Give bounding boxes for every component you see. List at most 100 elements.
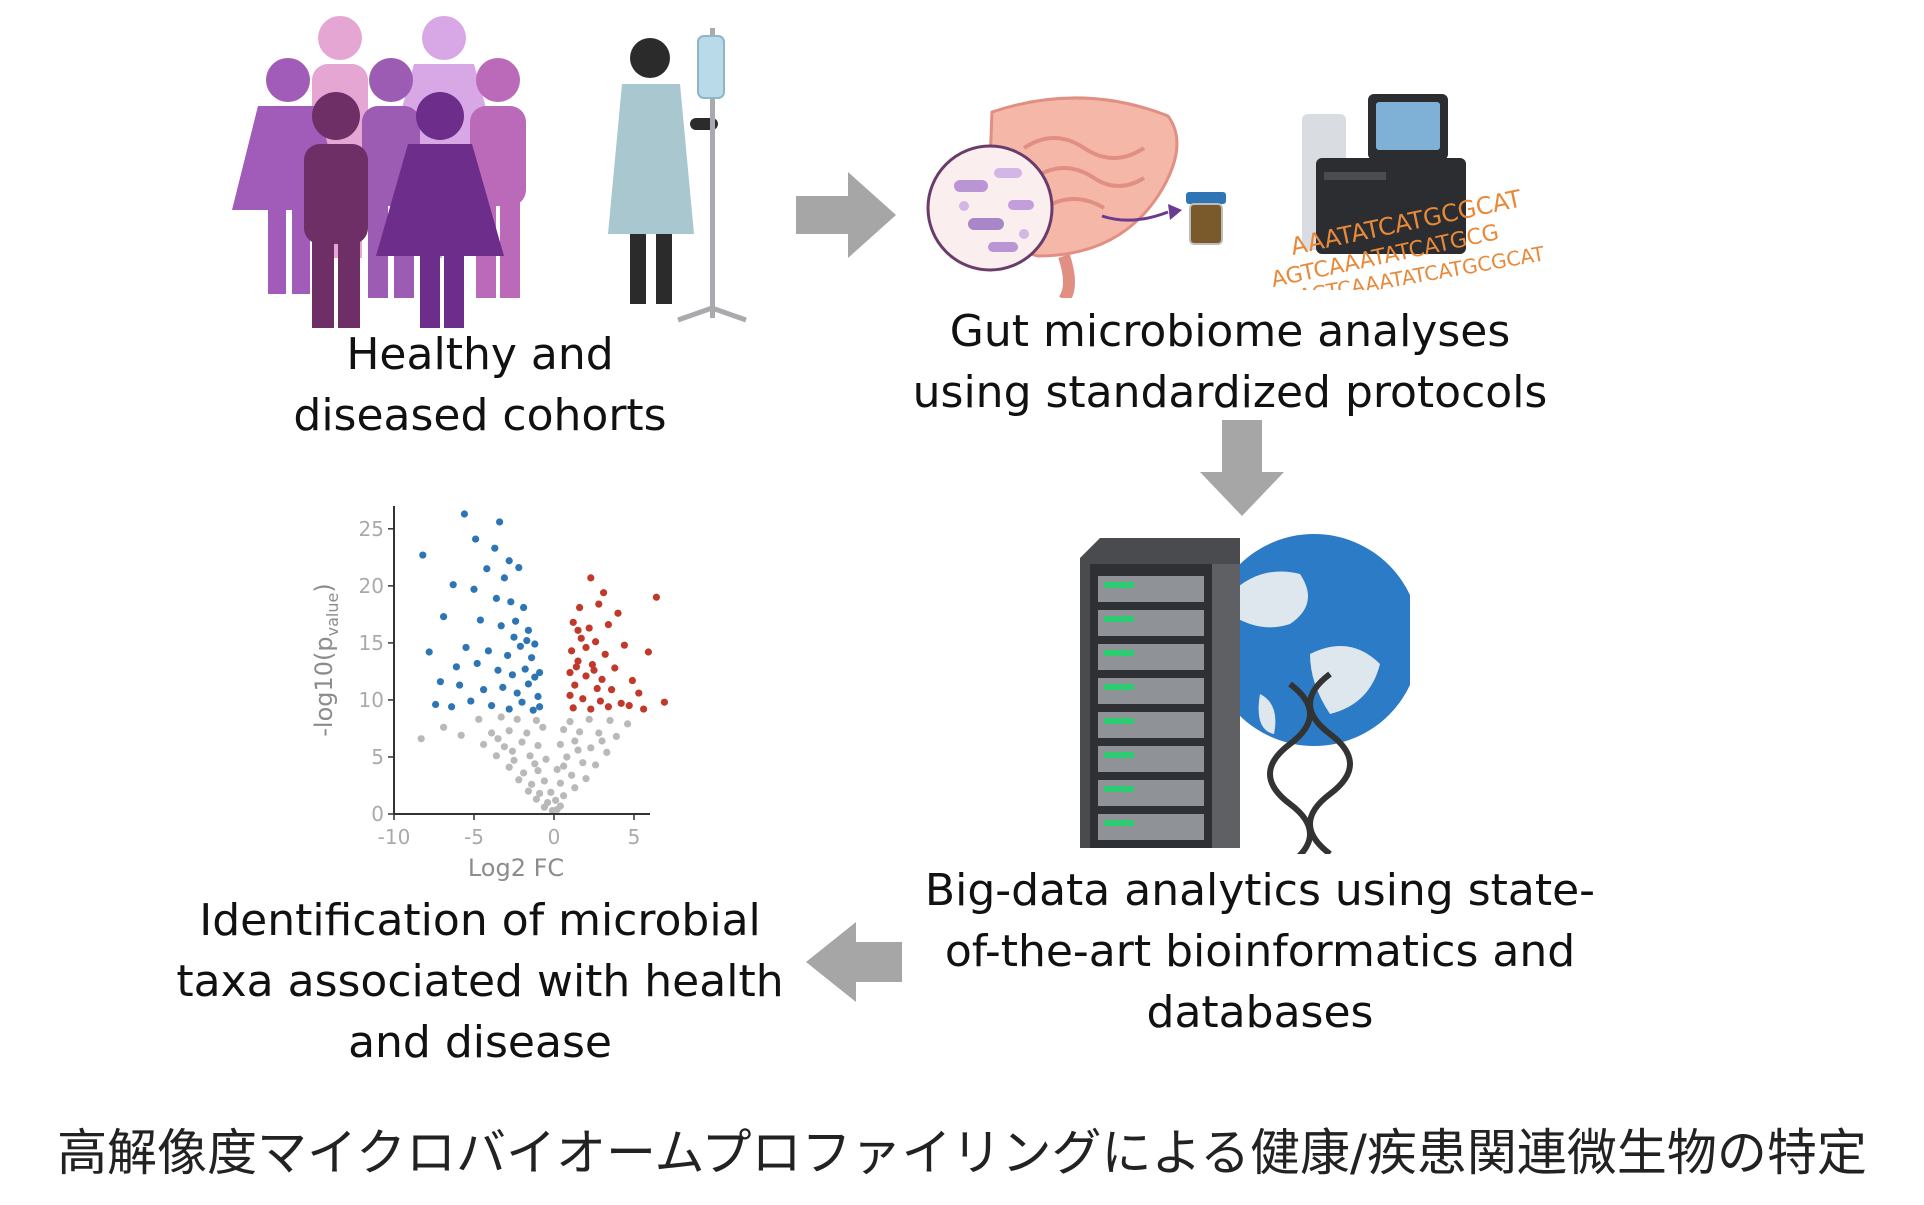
volcano-point <box>601 650 609 658</box>
volcano-point <box>620 641 628 649</box>
y-tick-label: 25 <box>359 517 384 541</box>
arrow-left-shape <box>806 922 902 1002</box>
volcano-point <box>590 666 598 674</box>
microbiome-label-line2: using standardized protocols <box>912 367 1548 418</box>
volcano-point <box>585 624 593 632</box>
volcano-point <box>436 678 444 686</box>
volcano-point <box>566 691 574 699</box>
volcano-point <box>531 640 539 648</box>
volcano-point <box>568 647 576 655</box>
volcano-point <box>473 659 481 668</box>
volcano-point <box>524 680 532 688</box>
y-tick-label: 10 <box>359 688 384 712</box>
volcano-point <box>515 776 523 784</box>
sample-arrow-head <box>1168 204 1182 220</box>
volcano-point <box>524 787 532 795</box>
volcano-point <box>484 647 492 655</box>
sample-arrow <box>1101 210 1169 222</box>
volcano-point <box>582 643 590 652</box>
identification-label-line1: Identification of microbial <box>199 895 761 946</box>
volcano-point <box>579 695 587 703</box>
volcano-point <box>526 752 534 760</box>
volcano-point <box>571 681 579 689</box>
volcano-point <box>419 551 427 559</box>
dna-sequence-text: AAATATCATGCGCAT AGTCAAATATCATGCG AGGAGTC… <box>1253 184 1547 290</box>
volcano-point <box>520 769 528 777</box>
volcano-point <box>432 700 440 709</box>
volcano-point <box>635 689 643 697</box>
y-axis-label: -log10(pvalue) <box>310 583 342 736</box>
microbiome-illustration <box>926 94 1466 298</box>
volcano-point <box>571 784 579 792</box>
x-axis-label: Log2 FC <box>468 854 564 882</box>
volcano-point <box>542 755 550 763</box>
volcano-point <box>576 603 584 612</box>
cohort-illustration <box>232 16 747 328</box>
volcano-point <box>532 716 540 725</box>
volcano-point <box>531 760 539 768</box>
cohorts-label-line1: Healthy and <box>346 329 614 380</box>
volcano-point <box>516 642 524 650</box>
volcano-point <box>644 648 652 656</box>
volcano-point <box>448 703 456 711</box>
cohorts-label: Healthy and diseased cohorts <box>200 324 760 446</box>
bigdata-label: Big-data analytics using state- of-the-a… <box>880 860 1640 1043</box>
volcano-point <box>532 795 540 803</box>
volcano-point <box>457 731 465 739</box>
volcano-point <box>587 744 595 752</box>
volcano-point <box>508 747 516 755</box>
volcano-point <box>595 729 603 737</box>
volcano-point <box>574 626 582 634</box>
volcano-point <box>488 702 496 710</box>
volcano-point <box>539 723 547 731</box>
y-tick-label: 20 <box>359 574 384 598</box>
volcano-point <box>497 622 505 630</box>
volcano-point <box>552 796 560 804</box>
volcano-point <box>449 581 457 589</box>
volcano-point <box>540 777 548 785</box>
volcano-point <box>512 617 520 625</box>
volcano-point <box>494 666 502 674</box>
volcano-point <box>568 771 576 779</box>
volcano-point <box>488 729 496 737</box>
volcano-point <box>640 705 648 713</box>
volcano-point <box>572 663 580 671</box>
volcano-point <box>505 727 513 735</box>
volcano-point <box>612 732 620 741</box>
volcano-point <box>475 715 483 723</box>
y-tick-label: 5 <box>371 745 384 769</box>
x-tick-label: 5 <box>628 825 641 849</box>
volcano-point <box>566 668 574 677</box>
volcano-point <box>523 637 531 645</box>
volcano-point <box>500 743 508 751</box>
volcano-point <box>560 792 568 800</box>
patient-icon <box>608 38 718 304</box>
volcano-point <box>560 725 568 734</box>
volcano-point <box>518 698 526 706</box>
person-icon <box>376 92 504 328</box>
volcano-point <box>587 574 595 582</box>
volcano-point <box>417 735 425 743</box>
volcano-point <box>534 767 542 775</box>
volcano-point <box>596 697 604 705</box>
volcano-point <box>576 728 584 736</box>
identification-label: Identification of microbial taxa associa… <box>160 890 800 1073</box>
arrow-right-icon <box>796 172 896 258</box>
volcano-point <box>585 715 593 723</box>
volcano-point <box>604 621 612 629</box>
bigdata-label-line2: of-the-art bioinformatics and <box>944 926 1576 977</box>
volcano-point <box>606 716 614 725</box>
magnifier-bacteria-icon <box>926 144 1054 272</box>
volcano-point <box>574 657 582 665</box>
volcano-point <box>480 740 488 749</box>
volcano-point <box>563 753 571 761</box>
x-tick-label: -10 <box>378 825 411 849</box>
volcano-point <box>652 593 660 601</box>
sequencer-icon <box>1302 94 1466 254</box>
volcano-point <box>480 686 488 694</box>
volcano-point <box>600 589 608 597</box>
volcano-point <box>628 676 636 685</box>
arrow-left-icon <box>806 922 902 1002</box>
